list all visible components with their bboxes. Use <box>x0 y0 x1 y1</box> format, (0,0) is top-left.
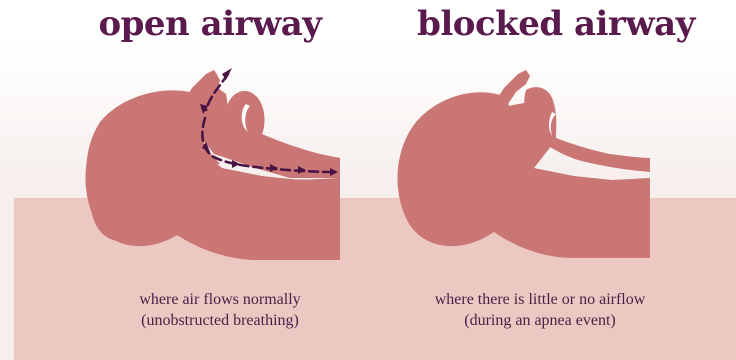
open-airway-figure <box>86 68 340 260</box>
open-airway-caption-line1: where air flows normally <box>60 289 380 310</box>
open-airway-caption: where air flows normally (unobstructed b… <box>60 289 380 331</box>
open-airway-caption-line2: (unobstructed breathing) <box>60 310 380 331</box>
blocked-airway-caption: where there is little or no airflow (dur… <box>380 289 700 331</box>
blocked-airway-figure <box>398 70 650 258</box>
blocked-airway-caption-line2: (during an apnea event) <box>380 310 700 331</box>
blocked-airway-caption-line1: where there is little or no airflow <box>380 289 700 310</box>
